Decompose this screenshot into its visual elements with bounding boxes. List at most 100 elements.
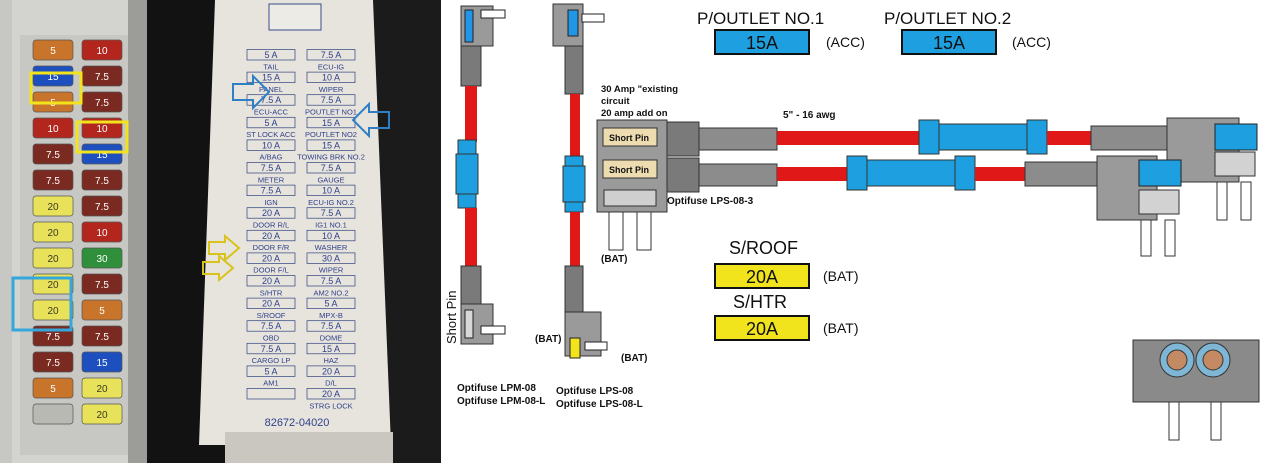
bat-label-center: (BAT): [601, 254, 627, 265]
outlet2-label: P/OUTLET NO.2: [884, 9, 1011, 28]
fuse-rating-label: 15: [96, 358, 108, 369]
connector-illustration: [1132, 339, 1260, 441]
sroof-circuit: (BAT): [823, 268, 859, 284]
fuse-rating-label: 20: [47, 254, 59, 265]
fuse-blade: 7.5: [81, 169, 123, 191]
fuse-rating-label: 7.5: [46, 332, 60, 343]
cover-right-label: 7.5 A: [321, 50, 342, 60]
cover-right-label: GAUGE: [317, 175, 344, 184]
cover-right-label: 30 A: [322, 253, 340, 263]
cover-right-label: POUTLET NO2: [305, 130, 357, 139]
fuse-blade: 10: [81, 221, 123, 243]
cover-right-label: 20 A: [322, 389, 340, 399]
cover-left-label: 20 A: [262, 253, 280, 263]
outlet1-fuse-box: [714, 29, 810, 55]
note-line-1: 30 Amp "existing: [601, 84, 678, 95]
fuse-blade: 7.5: [32, 351, 74, 373]
cover-left-label: OBD: [263, 334, 280, 343]
cover-right-label: 10 A: [322, 186, 340, 196]
cover-left-label: PANEL: [259, 85, 283, 94]
fuse-blade: 7.5: [81, 325, 123, 347]
short-pin-box-2: Short Pin: [609, 165, 649, 175]
cover-left-label: S/HTR: [260, 288, 283, 297]
cover-right-label: D/L: [325, 379, 337, 388]
cover-label-row: METER GAUGE: [258, 175, 345, 184]
cover-left-label: 20 A: [262, 208, 280, 218]
cover-right-label: ECU-IG: [318, 62, 344, 71]
cover-right-label: 15 A: [322, 140, 340, 150]
part-number: 82672-04020: [265, 417, 330, 429]
fuse-blade: [32, 403, 74, 425]
cover-left-label: IGN: [264, 198, 277, 207]
cover-label-row: AM1 D/L: [263, 379, 337, 388]
fuse-blade: 7.5: [81, 273, 123, 295]
fuse-rating-label: 15: [96, 150, 108, 161]
fuse-rating-label: 20: [96, 410, 108, 421]
fuse-blade: 20: [32, 299, 74, 321]
fuse-rating-label: 20: [47, 202, 59, 213]
fuse-blade: 15: [81, 143, 123, 165]
short-pin-vertical-label: Short Pin: [444, 291, 459, 344]
fuse-blade: 20: [32, 195, 74, 217]
cover-right-label: 15 A: [322, 344, 340, 354]
cover-left-label: AM1: [263, 379, 278, 388]
cover-left-label: A/BAG: [260, 153, 283, 162]
fuse-blade: 15: [81, 351, 123, 373]
fuse-rating-label: 20: [96, 384, 108, 395]
fuse-rating-label: 10: [96, 124, 108, 135]
fuse-rating-label: 15: [47, 72, 59, 83]
cover-right-label: 7.5 A: [321, 276, 342, 286]
shtr-circuit: (BAT): [823, 320, 859, 336]
sroof-label: S/ROOF: [729, 238, 798, 258]
fuse-blade: 15: [32, 65, 74, 87]
cover-right-label: POUTLET NO1: [305, 108, 357, 117]
product-lps-08-3: Optifuse LPS-08-3: [667, 196, 754, 207]
fuse-rating-label: 5: [50, 46, 56, 57]
yellow-arrow-lower: [202, 253, 235, 283]
cover-left-label: 5 A: [264, 118, 277, 128]
fuse-rating-label: 7.5: [95, 332, 109, 343]
cover-left-label: 7.5 A: [261, 186, 282, 196]
bat-label-mid: (BAT): [621, 353, 647, 364]
cover-right-label: 7.5 A: [321, 321, 342, 331]
sroof-fuse-box: [714, 263, 810, 289]
cover-left-label: 20 A: [262, 231, 280, 241]
cover-right-label: AM2 NO.2: [313, 288, 348, 297]
fuse-rating-label: 7.5: [46, 150, 60, 161]
fuse-rating-label: 30: [96, 254, 108, 265]
fuse-rating-label: 5: [50, 384, 56, 395]
fuse-rating-label: 20: [47, 280, 59, 291]
fuse-rating-label: 7.5: [95, 280, 109, 291]
fuse-rating-label: 7.5: [46, 358, 60, 369]
fuse-blade: 30: [81, 247, 123, 269]
cover-left-label: 5 A: [264, 50, 277, 60]
cover-left-label: 7.5 A: [261, 321, 282, 331]
cover-left-label: METER: [258, 175, 285, 184]
cover-left-label: 7.5 A: [261, 95, 282, 105]
cover-label-row: 20 A: [246, 388, 356, 400]
end-fuse-holders: [1096, 117, 1258, 257]
cover-left-label: CARGO LP: [252, 356, 291, 365]
cover-left-label: DOOR R/L: [253, 221, 289, 230]
sroof-fuse-value: 20A: [746, 267, 778, 287]
blue-arrow-right: [351, 101, 390, 139]
fuse-blade: 5: [81, 299, 123, 321]
fuse-rating-label: 7.5: [95, 202, 109, 213]
cover-label-row: S/HTR AM2 NO.2: [260, 288, 349, 297]
